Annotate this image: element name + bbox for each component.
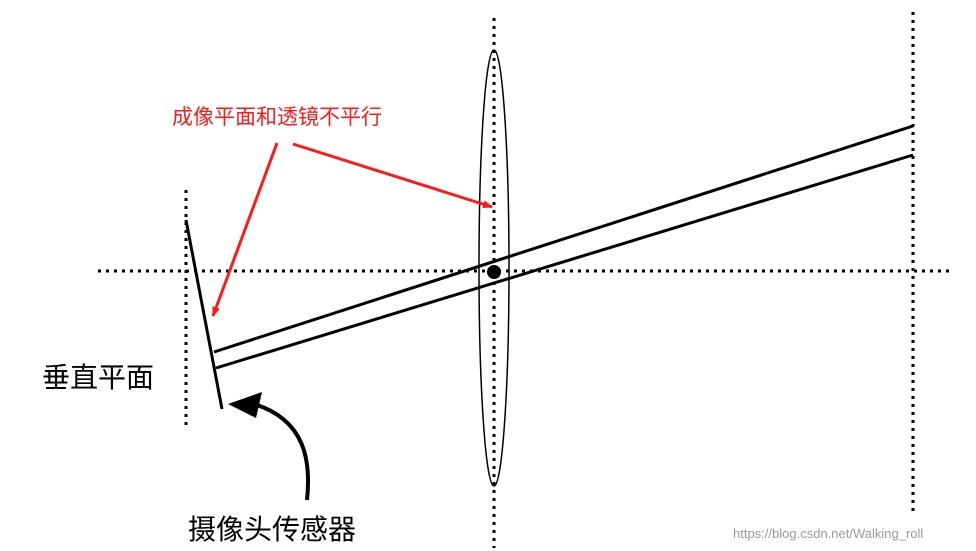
ray-upper	[213, 124, 914, 354]
camera-sensor-label: 摄像头传感器	[188, 513, 357, 546]
red-arrow-to-lens	[292, 142, 493, 209]
lens-center-dot	[487, 265, 501, 279]
ray-lower	[215, 153, 914, 370]
red-arrow-to-sensor	[211, 142, 279, 317]
vertical-plane-label: 垂直平面	[42, 361, 155, 394]
sensor-pointer-arrowhead	[228, 392, 262, 418]
watermark-text: https://blog.csdn.net/Walking_roll	[733, 526, 924, 541]
sensor-pointer-arrow	[253, 402, 311, 501]
lens	[478, 49, 510, 487]
tilt-annotation-label: 成像平面和透镜不平行	[172, 105, 382, 129]
sensor-plane	[184, 219, 224, 410]
